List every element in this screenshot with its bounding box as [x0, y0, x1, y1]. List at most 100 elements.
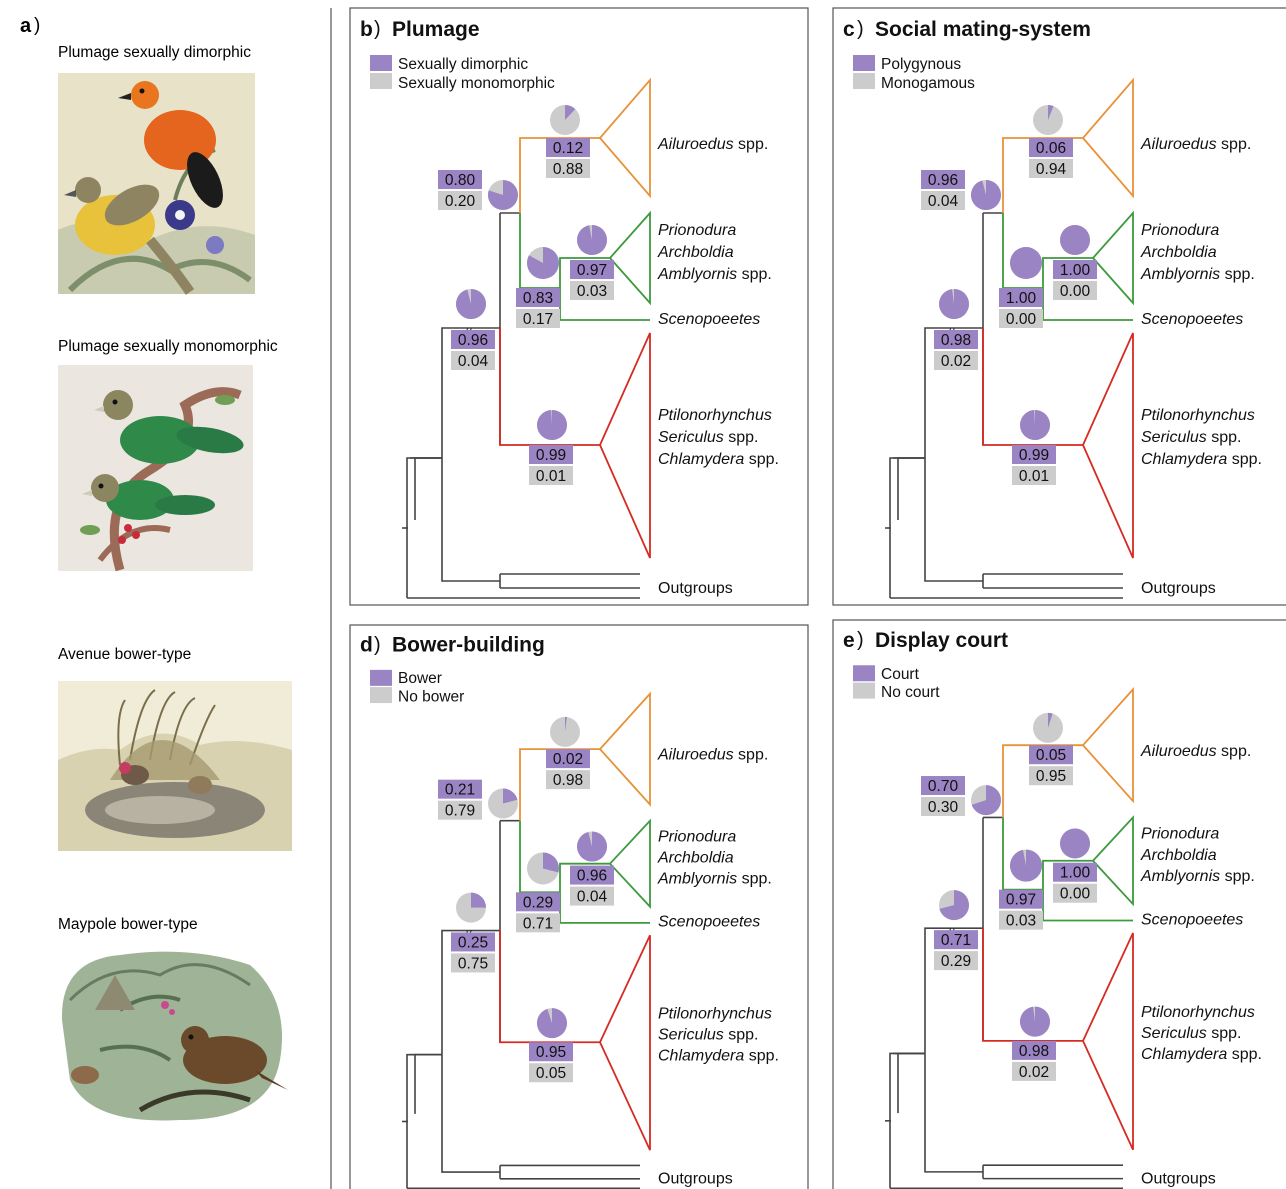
branch-amblyornis — [559, 862, 610, 893]
pie-green-clade-slice — [526, 247, 559, 279]
panel-c-tree: //Ailuroedus spp.PrionoduraArchboldiaAmb… — [885, 77, 1262, 599]
prob-green-clade-bottom-value: 0.71 — [523, 915, 553, 932]
prob-green-clade-top-value: 0.83 — [523, 290, 553, 307]
tip-chlamydera: Chlamydera spp. — [1141, 451, 1262, 468]
tip-sericulus: Sericulus spp. — [1141, 1025, 1242, 1042]
tip-chlamydera: Chlamydera spp. — [658, 1047, 779, 1064]
pie-bowerbird-crown — [488, 788, 518, 819]
pie-green-clade-slice — [543, 852, 560, 873]
panel-a-paren: ) — [34, 15, 40, 36]
tip-ptilonorhynchus: Ptilonorhynchus — [658, 407, 772, 424]
spp-amblyornis: spp. — [737, 871, 772, 888]
spp-sericulus: spp. — [1207, 429, 1242, 446]
panel-b-frame — [349, 7, 809, 606]
genus-sericulus: Sericulus — [1141, 429, 1207, 446]
panel-b-title: Plumage — [392, 18, 480, 41]
legend-swatch-state-1 — [370, 669, 392, 686]
pie-bowerbird-crown — [487, 180, 518, 211]
pie-amblyornis-group — [1060, 225, 1090, 255]
pie-ptilonorhynchini — [536, 1008, 567, 1039]
tip-ptilonorhynchus: Ptilonorhynchus — [1141, 407, 1255, 424]
prob-ingroup-top-box — [934, 930, 978, 950]
pie-bowerbird-crown — [971, 785, 1001, 816]
tip-labels: Ailuroedus spp.PrionoduraArchboldiaAmbly… — [657, 747, 779, 1188]
pie-bowerbird-crown-slice — [971, 785, 1001, 816]
prob-ingroup-top-value: 0.98 — [941, 332, 971, 349]
prob-ingroup-bottom-value: 0.75 — [458, 955, 488, 972]
tip-scenopoeetes: Scenopoeetes — [1141, 911, 1243, 928]
prob-ingroup: 0.960.04 — [451, 330, 495, 370]
spp-amblyornis: spp. — [1220, 868, 1255, 885]
tip-prionodura: Prionodura — [658, 829, 736, 846]
prob-amblyornis-group-bottom-value: 0.04 — [577, 889, 608, 906]
panel-d-letter: d — [360, 634, 373, 657]
prob-amblyornis-group-bottom-box — [1053, 281, 1097, 300]
prob-amblyornis-group: 1.000.00 — [1053, 260, 1097, 300]
tip-archboldia: Archboldia — [1140, 244, 1217, 261]
prob-amblyornis-group: 1.000.00 — [1053, 862, 1097, 903]
prob-ptilonorhynchini-bottom-box — [1012, 466, 1056, 485]
legend-label-state-2: Monogamous — [881, 75, 975, 92]
prob-amblyornis-group-top-box — [1053, 862, 1097, 882]
prob-ptilonorhynchini-top-box — [1012, 445, 1056, 464]
prob-amblyornis-group-top-box — [570, 865, 614, 885]
pie-amblyornis-group — [577, 831, 608, 862]
prob-ailuroedus-top-value: 0.06 — [1036, 140, 1066, 157]
branch-root-tick — [414, 457, 442, 520]
clade-triangle-ptilonorhynchini — [599, 934, 651, 1151]
tip-outgroups: Outgroups — [1141, 580, 1216, 597]
tip-chlamydera: Chlamydera spp. — [658, 451, 779, 468]
tip-labels: Ailuroedus spp.PrionoduraArchboldiaAmbly… — [1140, 136, 1262, 597]
legend-label-state-2: No bower — [398, 688, 464, 705]
prob-ingroup-bottom-value: 0.02 — [941, 353, 971, 370]
tip-amblyornis: Amblyornis spp. — [1140, 266, 1255, 283]
panel-e-tree: //Ailuroedus spp.PrionoduraArchboldiaAmb… — [885, 686, 1262, 1189]
tip-sericulus: Sericulus spp. — [1141, 429, 1242, 446]
prob-amblyornis-group-top-value: 0.96 — [577, 868, 607, 885]
clade-triangle-ailuroedus — [1082, 77, 1134, 199]
branch-outgroup-stem — [924, 458, 983, 582]
branch-outgroup-stem — [441, 1054, 500, 1173]
panel-e-frame — [832, 619, 1286, 1189]
prob-ailuroedus-top-box — [1029, 138, 1073, 157]
prob-ailuroedus-top-value: 0.05 — [1036, 747, 1066, 764]
pie-amblyornis-group-slice — [1060, 828, 1090, 859]
pie-ptilonorhynchini-slice — [536, 1008, 567, 1039]
prob-ingroup-top-box — [451, 932, 495, 952]
caption-dimorphic: Plumage sexually dimorphic — [58, 44, 251, 61]
prob-amblyornis-group-bottom-value: 0.03 — [577, 283, 607, 300]
tip-sericulus: Sericulus spp. — [658, 429, 759, 446]
branch-amblyornis — [1042, 257, 1093, 288]
prob-bowerbird-crown: 0.960.04 — [921, 170, 965, 210]
prob-ailuroedus: 0.120.88 — [546, 138, 590, 178]
prob-ingroup-bottom-box — [451, 351, 495, 370]
legend-label-state-2: No court — [881, 684, 940, 701]
pie-ingroup-slice — [471, 892, 486, 908]
illustration-avenue-bower — [58, 681, 292, 851]
prob-green-clade-top-box — [516, 892, 560, 912]
pie-bowerbird-crown-slice — [970, 180, 1001, 210]
branch-outgroup-stem — [441, 458, 500, 582]
prob-bowerbird-crown-bottom-box — [438, 800, 482, 820]
prob-bowerbird-crown-top-box — [921, 776, 965, 796]
prob-green-clade-top-box — [999, 889, 1043, 909]
clade-triangle-amblyornis — [1092, 815, 1134, 907]
tip-scenopoeetes: Scenopoeetes — [658, 311, 760, 328]
prob-ingroup-top-box — [451, 330, 495, 349]
legend-label-state-1: Bower — [398, 670, 442, 687]
prob-green-clade-top-value: 0.97 — [1006, 892, 1036, 909]
prob-bowerbird-crown-top-value: 0.21 — [445, 782, 475, 799]
pie-green-clade — [526, 247, 559, 279]
pie-ingroup-slice — [939, 289, 970, 320]
pie-ptilonorhynchini-slice — [537, 410, 568, 441]
genus-amblyornis: Amblyornis — [1140, 868, 1220, 885]
prob-ingroup: 0.710.29 — [934, 930, 978, 971]
prob-bowerbird-crown-bottom-value: 0.04 — [928, 193, 959, 210]
pie-green-clade-slice — [1010, 849, 1043, 882]
spp-ailuroedus: spp. — [1217, 743, 1252, 760]
illustration-monomorphic-birds — [58, 365, 253, 572]
prob-ailuroedus-bottom-value: 0.95 — [1036, 768, 1066, 785]
panel-b-letter: b — [360, 18, 373, 41]
